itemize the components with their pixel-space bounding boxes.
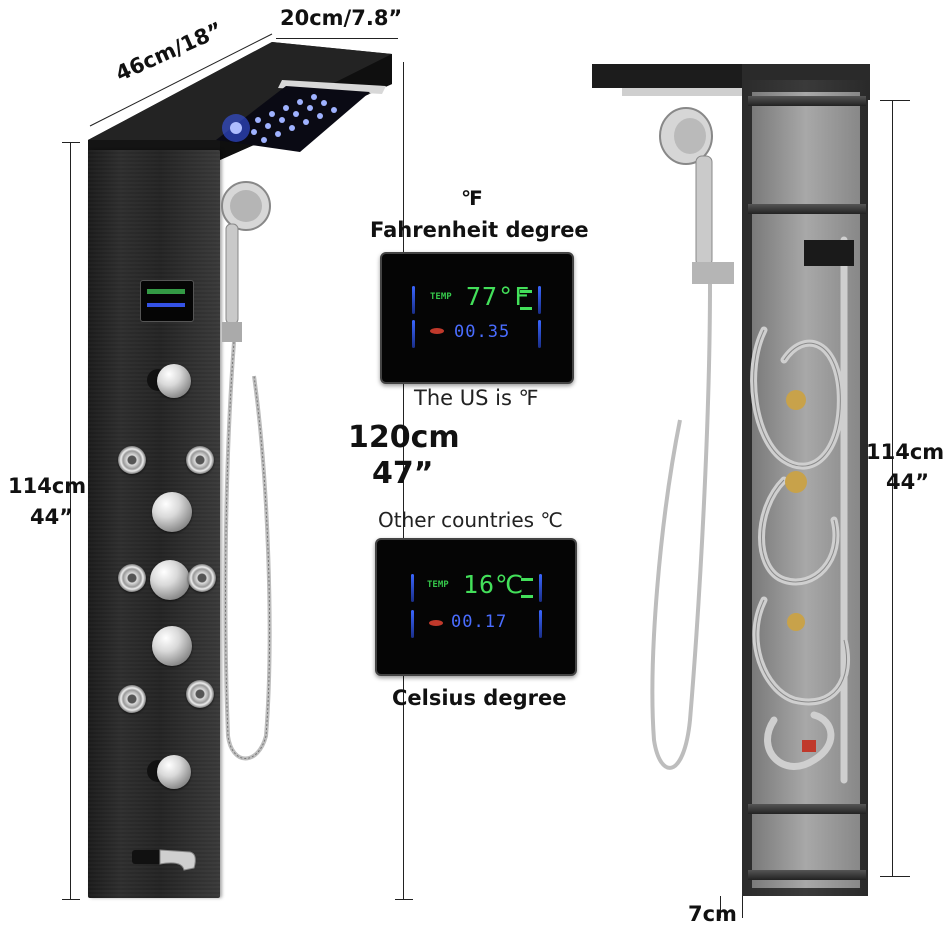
dimension-tick bbox=[62, 142, 80, 143]
led-bar-icon bbox=[539, 574, 542, 602]
led-bar-icon bbox=[412, 286, 415, 314]
led-nozzles-icon bbox=[216, 86, 370, 152]
led-bar-icon bbox=[539, 610, 542, 638]
water-drop-icon bbox=[430, 328, 444, 334]
body-jet-icon bbox=[118, 685, 146, 713]
dimension-tick bbox=[880, 876, 910, 877]
body-jet-icon bbox=[118, 446, 146, 474]
depth-dimension-line bbox=[276, 38, 398, 39]
fahrenheit-unit-symbol: ℉ bbox=[461, 186, 483, 210]
total-height-dimension-line bbox=[403, 62, 404, 900]
other-countries-note: Other countries ℃ bbox=[378, 508, 563, 532]
internal-plumbing-icon bbox=[750, 236, 854, 784]
dimension-tick bbox=[742, 896, 743, 918]
panel-display-icon bbox=[140, 280, 194, 322]
led-bar-icon bbox=[538, 286, 541, 314]
temp-tag: TEMP bbox=[427, 580, 449, 590]
bottom-depth-label: 7cm bbox=[688, 902, 737, 926]
flow-level-icon bbox=[521, 578, 533, 598]
temp-tag: TEMP bbox=[430, 292, 452, 302]
flow-valve-icon bbox=[152, 626, 192, 666]
fahrenheit-time-value: 00.35 bbox=[454, 322, 511, 342]
fahrenheit-temp-value: 77°F bbox=[466, 282, 531, 311]
rain-shower-head bbox=[88, 42, 392, 160]
right-height-cm-label: 114cm bbox=[866, 440, 945, 464]
celsius-display: TEMP 16℃ 00.17 bbox=[375, 538, 577, 676]
handheld-shower-icon bbox=[650, 107, 734, 770]
celsius-temp-value: 16℃ bbox=[463, 570, 525, 599]
total-height-cm-label: 120cm bbox=[348, 420, 460, 455]
led-bar-icon bbox=[411, 610, 414, 638]
height-dimension-line bbox=[70, 142, 71, 900]
left-height-cm-label: 114cm bbox=[8, 474, 87, 498]
water-drop-icon bbox=[429, 620, 443, 626]
body-jet-icon bbox=[118, 564, 146, 592]
top-control-knob bbox=[157, 364, 191, 398]
body-jet-icon bbox=[186, 680, 214, 708]
flow-level-icon bbox=[520, 290, 532, 310]
led-bar-icon bbox=[412, 320, 415, 348]
bottom-control-knob bbox=[157, 755, 191, 789]
rear-height-dimension-line bbox=[892, 100, 893, 876]
dimension-tick bbox=[395, 899, 413, 900]
celsius-time-value: 00.17 bbox=[451, 612, 508, 632]
left-height-in-label: 44” bbox=[30, 505, 74, 529]
mounting-rail bbox=[748, 870, 866, 880]
diverter-valve-icon bbox=[150, 560, 190, 600]
led-bar-icon bbox=[411, 574, 414, 602]
led-bar-icon bbox=[538, 320, 541, 348]
fahrenheit-heading: Fahrenheit degree bbox=[370, 218, 589, 242]
dimension-tick bbox=[62, 899, 80, 900]
front-panel-body bbox=[88, 150, 220, 898]
mounting-rail bbox=[748, 204, 866, 214]
dimension-tick bbox=[720, 896, 721, 918]
body-jet-icon bbox=[188, 564, 216, 592]
celsius-heading: Celsius degree bbox=[392, 686, 567, 710]
width-dimension-line bbox=[89, 33, 273, 127]
mounting-rail bbox=[748, 804, 866, 814]
handheld-shower-icon bbox=[221, 181, 272, 761]
temperature-valve-icon bbox=[152, 492, 192, 532]
top-depth-label: 20cm/7.8” bbox=[280, 6, 403, 30]
fahrenheit-display: TEMP 77°F 00.35 bbox=[380, 252, 574, 384]
total-height-in-label: 47” bbox=[372, 456, 434, 491]
us-note: The US is ℉ bbox=[414, 386, 539, 410]
mounting-rail bbox=[748, 96, 866, 106]
dimension-tick bbox=[880, 100, 910, 101]
tub-spout-icon bbox=[132, 849, 196, 871]
right-height-in-label: 44” bbox=[886, 470, 930, 494]
body-jet-icon bbox=[186, 446, 214, 474]
